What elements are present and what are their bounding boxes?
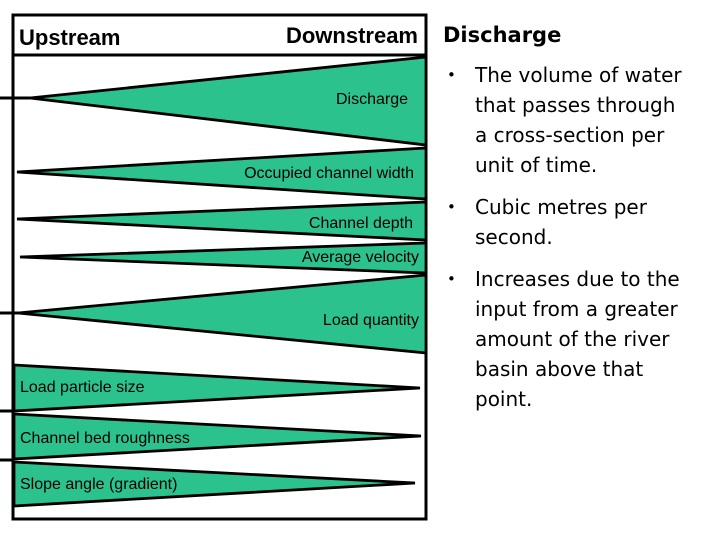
wedge-label-load-particle-size: Load particle size bbox=[20, 379, 145, 396]
wedge-label-load-quantity: Load quantity bbox=[323, 312, 419, 329]
bullet-icon: • bbox=[447, 270, 456, 288]
bullet-line: input from a greater bbox=[475, 297, 678, 321]
downstream-label: Downstream bbox=[286, 23, 418, 48]
bullet-line: second. bbox=[475, 225, 553, 249]
average-velocity-wedge bbox=[19, 241, 428, 275]
river-profile-diagram: Upstream Downstream Discharge Occupied c… bbox=[0, 13, 428, 521]
panel-title: Discharge bbox=[443, 23, 562, 47]
channel-bed-roughness-wedge bbox=[12, 412, 422, 461]
wedge-label-channel-depth: Channel depth bbox=[309, 215, 413, 232]
wedge-label-average-velocity: Average velocity bbox=[302, 249, 419, 266]
channel-depth-wedge bbox=[16, 200, 428, 242]
info-panel: Discharge • The volume of water that pas… bbox=[441, 0, 719, 540]
bullet-line: amount of the river bbox=[475, 327, 670, 351]
occupied-channel-width-wedge bbox=[16, 146, 428, 201]
bullet-icon: • bbox=[447, 66, 456, 84]
bullet-line: Increases due to the bbox=[475, 267, 680, 291]
bullet-icon: • bbox=[447, 198, 456, 216]
bullet-line: The volume of water bbox=[475, 63, 682, 87]
bullet-line: that passes through bbox=[475, 93, 676, 117]
wedge-label-channel-bed-roughness: Channel bed roughness bbox=[20, 430, 190, 447]
bullet-line: basin above that bbox=[475, 357, 644, 381]
bullet-item: • Increases due to the input from a grea… bbox=[443, 264, 719, 414]
bullet-text: Cubic metres per second. bbox=[475, 192, 719, 252]
bullet-text: The volume of water that passes through … bbox=[475, 60, 719, 180]
bullet-item: • The volume of water that passes throug… bbox=[443, 60, 719, 180]
bullet-text: Increases due to the input from a greate… bbox=[475, 264, 719, 414]
bullet-line: point. bbox=[475, 387, 533, 411]
load-quantity-wedge bbox=[17, 273, 428, 355]
load-particle-size-wedge bbox=[12, 363, 421, 413]
bullet-line: Cubic metres per bbox=[475, 195, 647, 219]
wedge-label-discharge: Discharge bbox=[336, 91, 408, 108]
discharge-wedge bbox=[29, 55, 428, 147]
slope-angle-wedge bbox=[12, 460, 416, 508]
bullet-line: a cross-section per bbox=[475, 123, 665, 147]
wedge-label-slope-angle: Slope angle (gradient) bbox=[20, 476, 177, 493]
wedge-label-occupied-channel-width: Occupied channel width bbox=[244, 165, 414, 182]
upstream-label: Upstream bbox=[19, 25, 120, 50]
bullet-item: • Cubic metres per second. bbox=[443, 192, 719, 252]
bullet-line: unit of time. bbox=[475, 153, 598, 177]
